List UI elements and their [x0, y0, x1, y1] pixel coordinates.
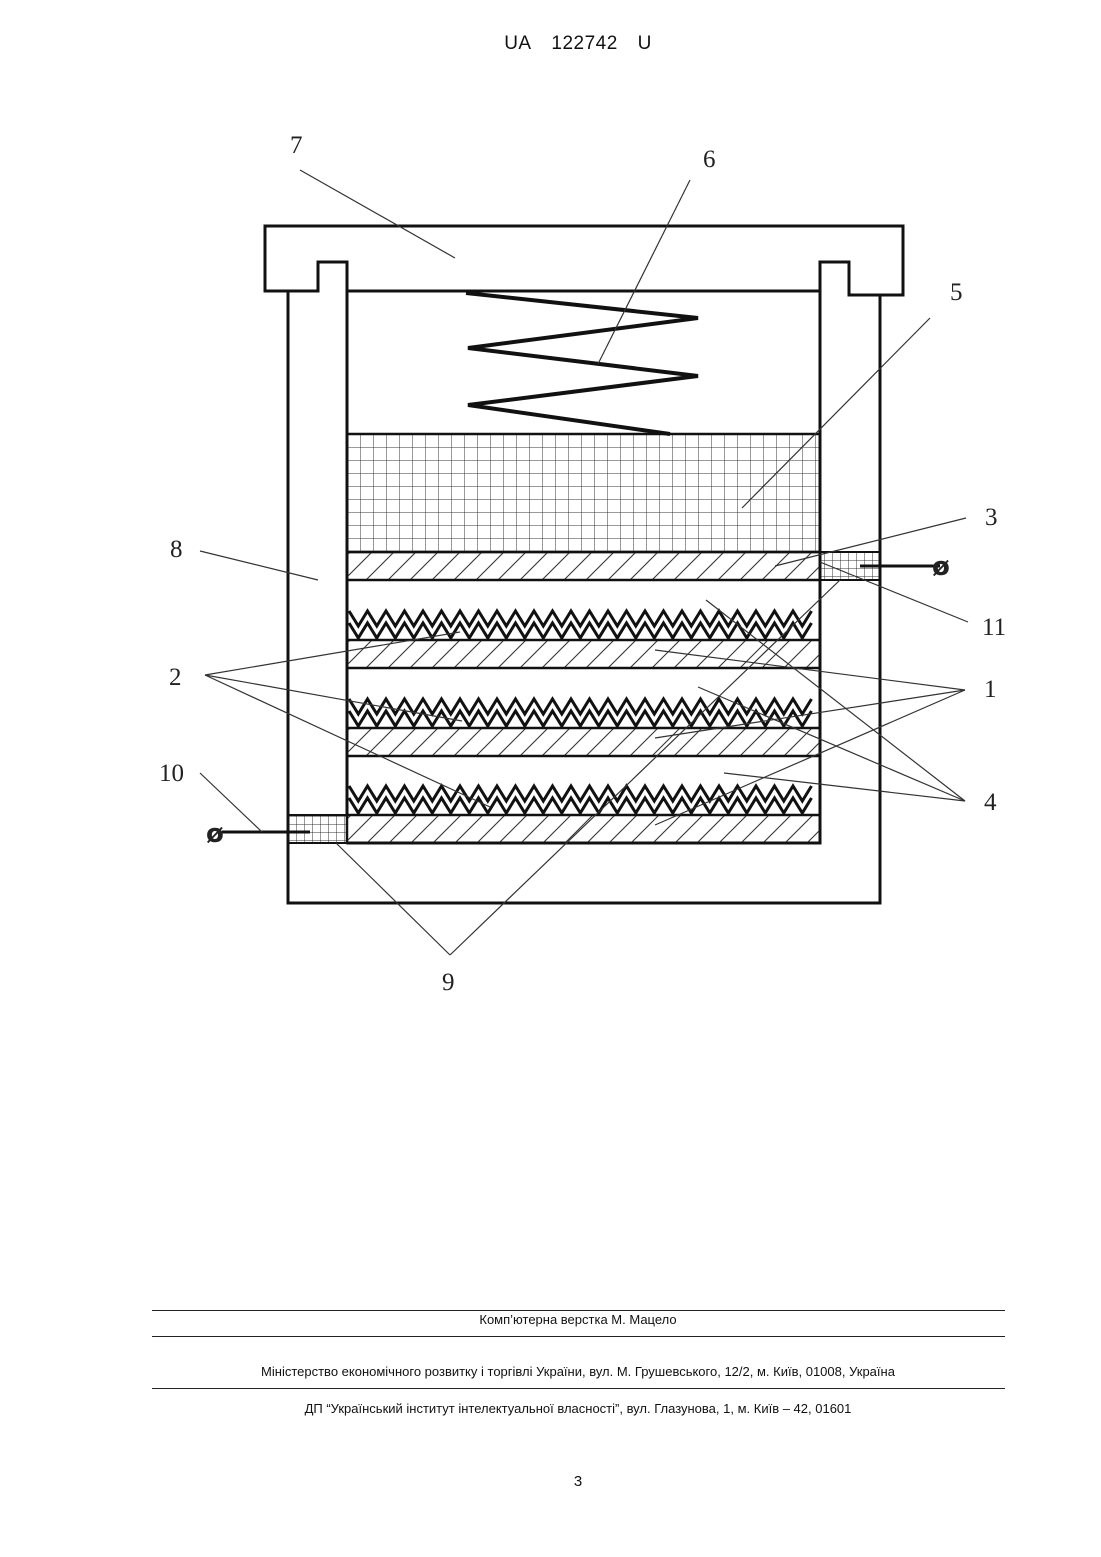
device-diagram: ø ø 7 6 5 3 8 11 2 1 10 4 9	[0, 0, 1101, 1040]
cover-7	[265, 226, 903, 295]
footer-rule-top	[152, 1310, 1005, 1311]
label-3: 3	[985, 504, 998, 531]
footer-institute: ДП “Український інститут інтелектуальної…	[0, 1401, 1101, 1416]
label-7: 7	[290, 132, 303, 159]
spring-6	[466, 293, 698, 434]
label-5: 5	[950, 279, 963, 306]
zigzag-line	[349, 699, 812, 714]
zigzag-line	[349, 786, 812, 801]
hatched-plate	[347, 815, 820, 843]
label-4: 4	[984, 789, 997, 816]
label-6: 6	[703, 146, 716, 173]
hatched-plate	[347, 640, 820, 668]
page-number: 3	[0, 1473, 1101, 1490]
label-1: 1	[984, 676, 997, 703]
footer-credit: Комп’ютерна верстка М. Мацело	[0, 1312, 1101, 1327]
zigzag-line	[349, 611, 812, 626]
label-10: 10	[159, 760, 184, 787]
label-11: 11	[982, 614, 1006, 641]
grid-block-5	[347, 434, 820, 552]
terminal-symbol-left: ø	[206, 819, 224, 849]
footer-ministry: Міністерство економічного розвитку і тор…	[0, 1364, 1101, 1379]
electrode-plate-3	[347, 552, 820, 580]
hatched-plate	[347, 728, 820, 756]
terminal-symbol-right: ø	[932, 552, 950, 582]
label-8: 8	[170, 536, 183, 563]
label-9: 9	[442, 969, 455, 996]
footer-rule-middle	[152, 1336, 1005, 1337]
label-2: 2	[169, 664, 182, 691]
terminal-block-left	[288, 815, 347, 843]
footer-rule-bottom	[152, 1388, 1005, 1389]
